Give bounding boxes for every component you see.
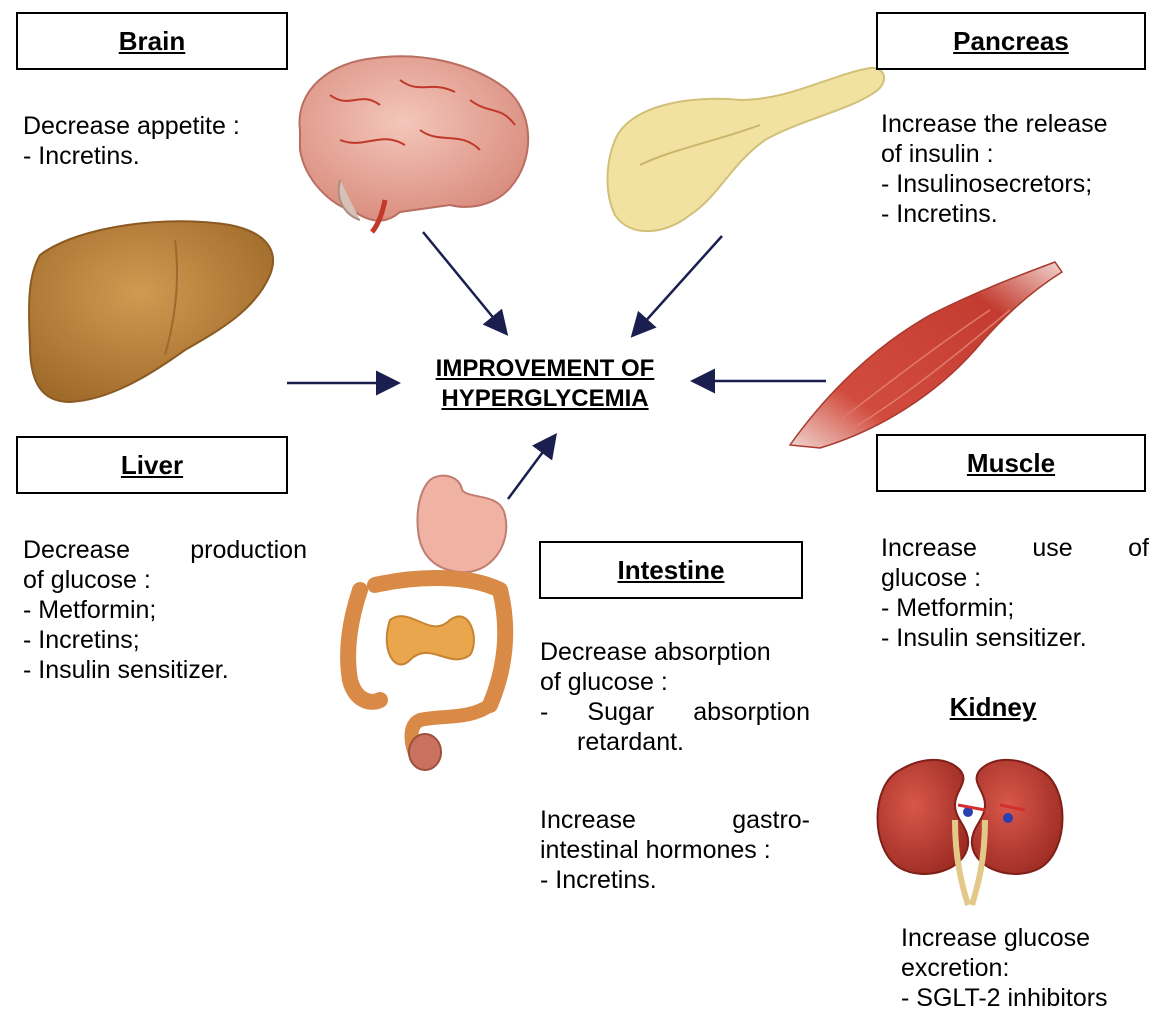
liver-line: - Metformin; xyxy=(23,595,307,625)
intestine-label-box: Intestine xyxy=(539,541,803,599)
brain-label-box: Brain xyxy=(16,12,288,70)
liver-line: - Incretins; xyxy=(23,625,307,655)
kidney-illustration xyxy=(878,760,1063,905)
pancreas-description: Increase the release of insulin : - Insu… xyxy=(881,109,1151,229)
arrow-brain xyxy=(423,232,505,332)
center-title-line2: HYPERGLYCEMIA xyxy=(405,384,685,414)
intestine-line: of glucose : xyxy=(540,667,810,697)
intestine-line: Decrease absorption xyxy=(540,637,810,667)
intestine-line: retardant. xyxy=(540,727,810,757)
liver-line: Decrease production xyxy=(23,535,307,565)
kidney-line: excretion: xyxy=(901,953,1156,983)
liver-illustration xyxy=(29,221,273,402)
brain-label: Brain xyxy=(119,26,185,57)
pancreas-line: Increase the release xyxy=(881,109,1151,139)
arrow-intestine xyxy=(508,437,554,499)
muscle-line: glucose : xyxy=(881,563,1149,593)
muscle-illustration xyxy=(790,262,1062,448)
brain-line: - Incretins. xyxy=(23,141,293,171)
kidney-description: Increase glucose excretion: - SGLT-2 inh… xyxy=(901,923,1156,1013)
center-title: IMPROVEMENT OF HYPERGLYCEMIA xyxy=(405,354,685,414)
muscle-line: - Metformin; xyxy=(881,593,1149,623)
pancreas-line: of insulin : xyxy=(881,139,1151,169)
pancreas-line: - Insulinosecretors; xyxy=(881,169,1151,199)
liver-line: - Insulin sensitizer. xyxy=(23,655,307,685)
intestine-line: - Incretins. xyxy=(540,865,810,895)
center-title-line1: IMPROVEMENT OF xyxy=(405,354,685,384)
brain-line: Decrease appetite : xyxy=(23,111,293,141)
intestine-line: Increase gastro- xyxy=(540,805,810,835)
liver-label: Liver xyxy=(121,450,183,481)
brain-description: Decrease appetite : - Incretins. xyxy=(23,111,293,171)
intestine-hormones-text: Increase gastro- intestinal hormones : -… xyxy=(540,805,810,895)
pancreas-label-box: Pancreas xyxy=(876,12,1146,70)
intestine-illustration xyxy=(348,476,506,770)
pancreas-line: - Incretins. xyxy=(881,199,1151,229)
intestine-line: intestinal hormones : xyxy=(540,835,810,865)
liver-label-box: Liver xyxy=(16,436,288,494)
muscle-line: Increase use of xyxy=(881,533,1149,563)
muscle-label: Muscle xyxy=(967,448,1055,479)
pancreas-illustration xyxy=(608,68,885,231)
brain-illustration xyxy=(300,56,529,232)
kidney-label: Kidney xyxy=(918,692,1068,723)
intestine-label: Intestine xyxy=(618,555,725,586)
liver-description: Decrease production of glucose : - Metfo… xyxy=(23,535,307,685)
kidney-line: - SGLT-2 inhibitors xyxy=(901,983,1156,1013)
muscle-description: Increase use of glucose : - Metformin; -… xyxy=(881,533,1149,653)
kidney-line: Increase glucose xyxy=(901,923,1156,953)
muscle-line: - Insulin sensitizer. xyxy=(881,623,1149,653)
intestine-line: - Sugar absorption xyxy=(540,697,810,727)
intestine-absorption-text: Decrease absorption of glucose : - Sugar… xyxy=(540,637,810,757)
liver-line: of glucose : xyxy=(23,565,307,595)
arrow-pancreas xyxy=(634,236,722,334)
muscle-label-box: Muscle xyxy=(876,434,1146,492)
pancreas-label: Pancreas xyxy=(953,26,1069,57)
